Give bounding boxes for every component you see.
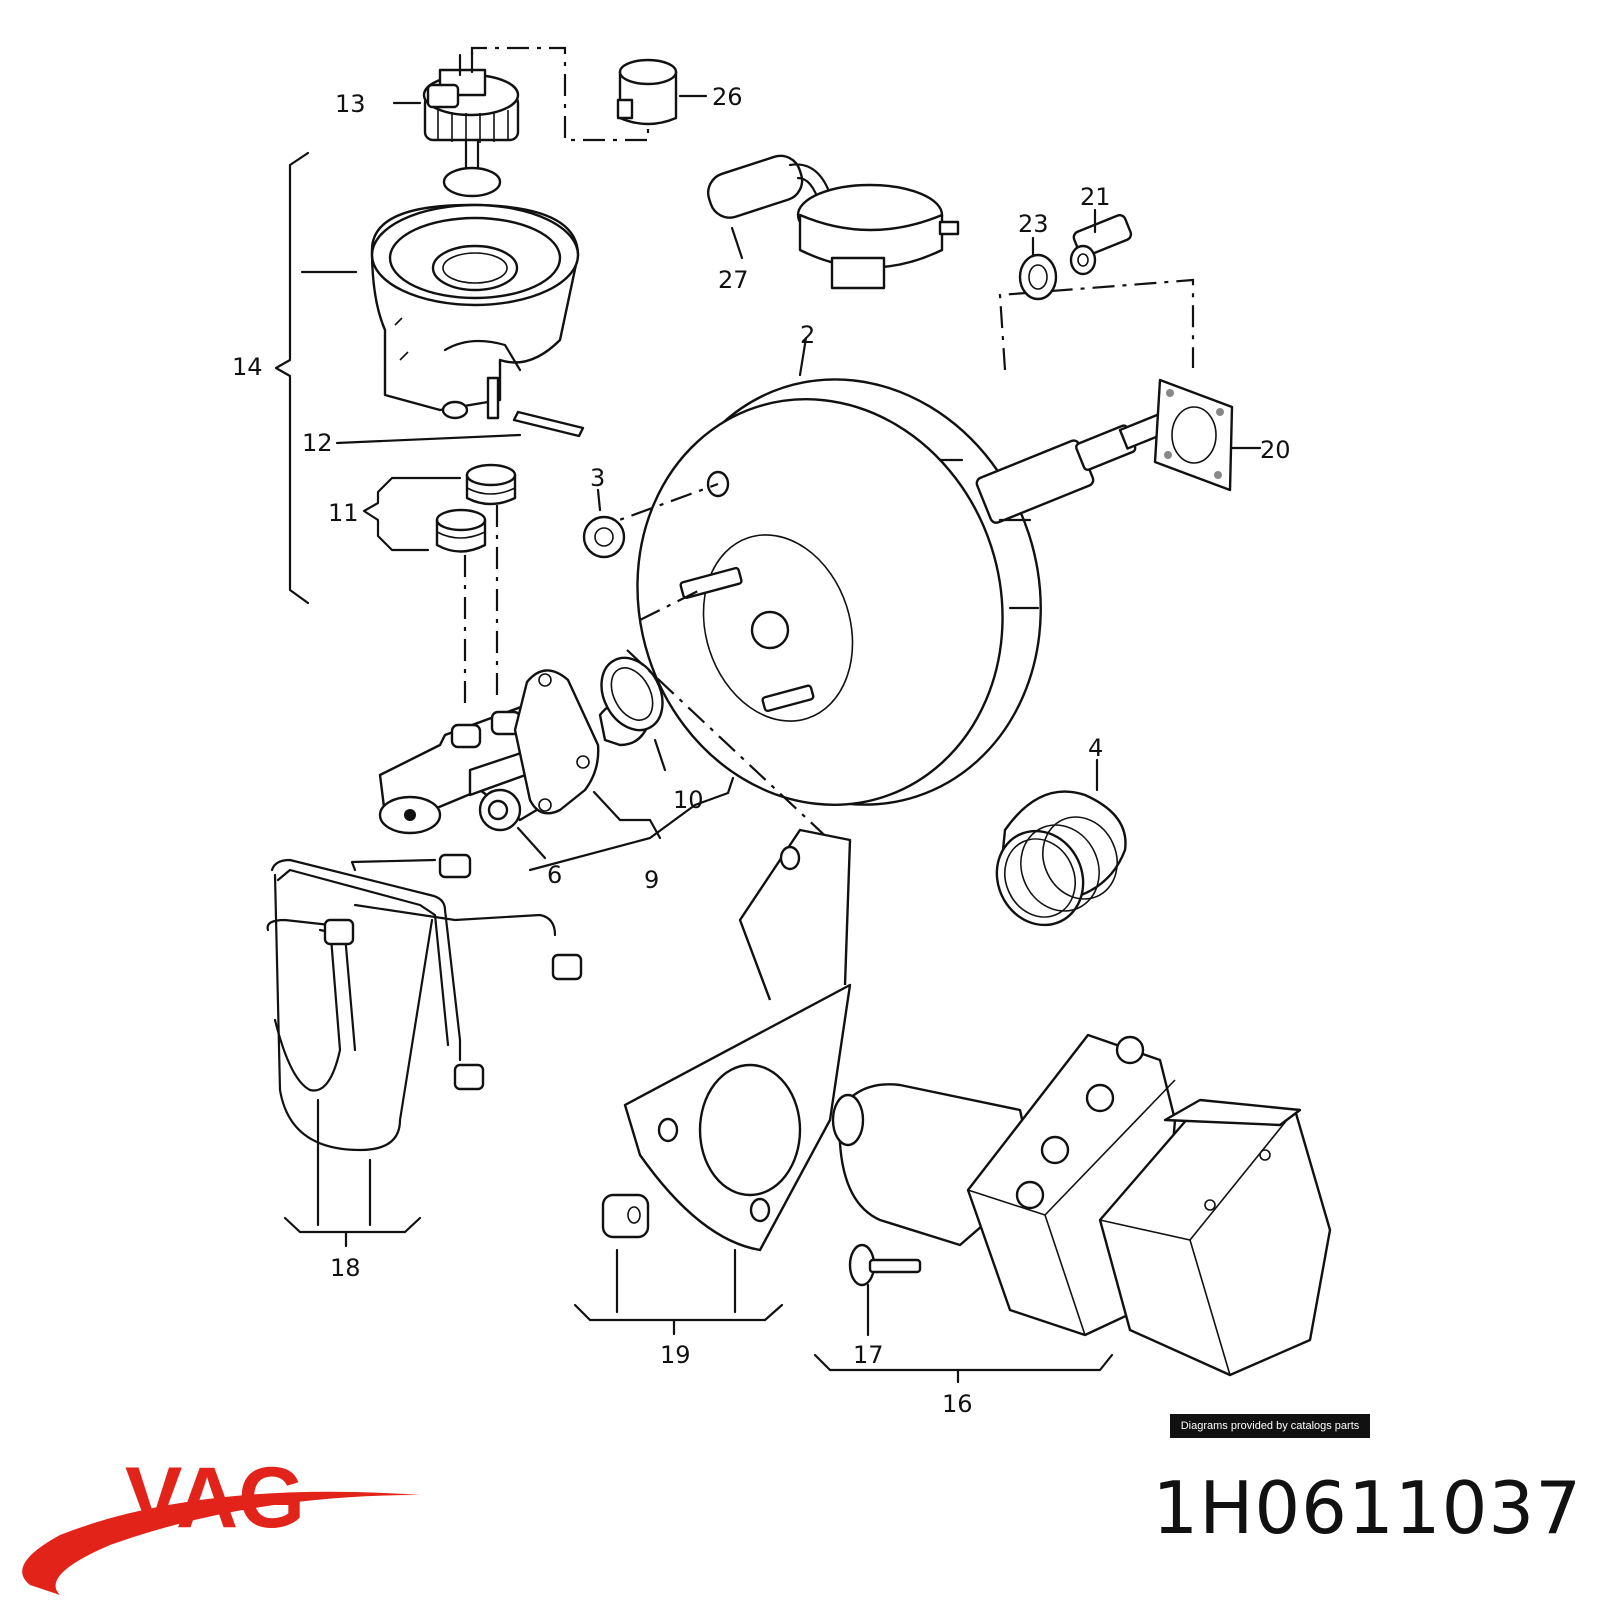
callout-6: 6 — [547, 861, 562, 889]
reservoir-cap-13 — [422, 50, 520, 198]
bushing-26 — [601, 1193, 650, 1239]
sensor-cap-19 — [616, 58, 678, 126]
callout-2: 2 — [800, 321, 815, 349]
callout-23: 18 — [330, 1254, 361, 1282]
callout-3: 3 — [590, 464, 605, 492]
seal-18 — [1018, 253, 1058, 301]
spacer-4 — [995, 790, 1127, 927]
level-sensor-27 — [707, 154, 960, 290]
nut-6 — [478, 788, 522, 832]
callout-18: 23 — [1018, 210, 1049, 238]
brake-booster-2 — [636, 378, 1171, 806]
callout-10: 10 — [673, 786, 704, 814]
nut-3 — [582, 515, 626, 559]
callout-16: 20 — [1260, 436, 1291, 464]
callout-21: 17 — [853, 1341, 884, 1369]
callout-17: 21 — [1080, 183, 1111, 211]
vag-logo: VAG — [22, 1450, 420, 1595]
retaining-pin-12 — [512, 410, 585, 438]
callout-9: 9 — [644, 866, 659, 894]
callout-27: 27 — [718, 266, 749, 294]
pressure-switch-17 — [1069, 214, 1133, 276]
callout-11: 11 — [328, 499, 359, 527]
gasket-16 — [1153, 378, 1234, 492]
bolt-21 — [848, 1243, 922, 1287]
brake-lines-23 — [266, 853, 583, 1152]
exploded-parts-diagram: 13 26 14 12 11 3 2 27 23 21 20 4 10 6 9 … — [232, 46, 1332, 1418]
abs-unit-20 — [831, 1033, 1332, 1377]
bracket-26 — [623, 828, 852, 1252]
callout-13: 13 — [335, 90, 366, 118]
callout-20: 16 — [942, 1390, 973, 1418]
diagram-credit: Diagrams provided by catalogs parts — [1170, 1414, 1370, 1438]
callout-12: 12 — [302, 429, 333, 457]
callout-4: 4 — [1088, 734, 1103, 762]
reservoir-14 — [370, 203, 580, 420]
part-number: 1H0611037 — [1152, 1466, 1582, 1550]
callout-14: 14 — [232, 353, 263, 381]
svg-text:VAG: VAG — [125, 1450, 305, 1546]
grommets-11 — [435, 463, 517, 553]
callout-26: 19 — [660, 1341, 691, 1369]
callout-19: 26 — [712, 83, 743, 111]
